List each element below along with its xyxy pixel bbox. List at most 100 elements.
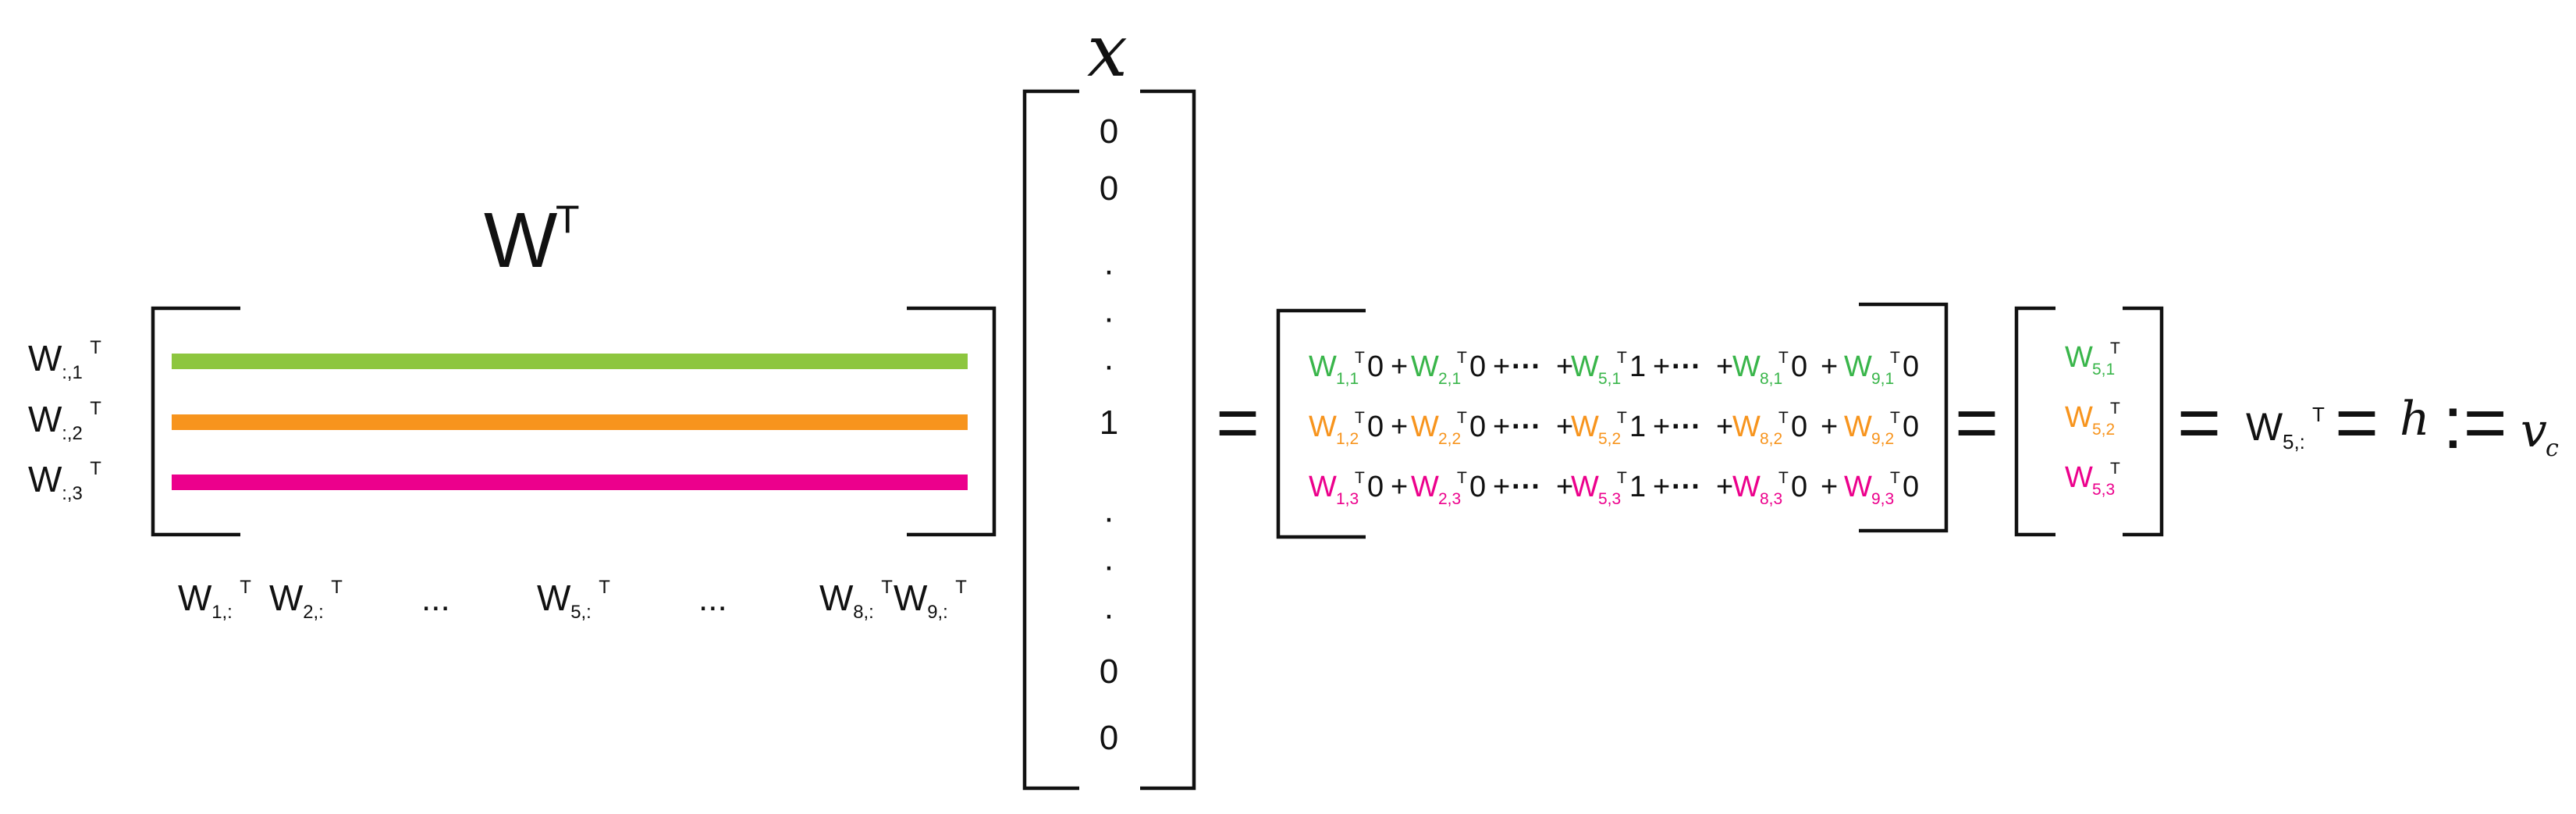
sum-term-coefficient: 0: [1367, 471, 1384, 503]
sum-term-base: W: [1571, 411, 1599, 443]
w-transpose-title-sup: T: [556, 197, 580, 241]
x-entry-10: 0: [1100, 652, 1118, 691]
row-label-3-superscript: T: [90, 458, 101, 479]
x-entry-11: 0: [1100, 719, 1118, 757]
sum-term-coefficient: 0: [1903, 411, 1919, 443]
result-label-w-subscript: 5,:: [2283, 430, 2305, 453]
row-label-2-subscript: :,2: [62, 423, 83, 444]
result-label-w-base: W: [2246, 405, 2283, 449]
sum-term-subscript: 5,2: [1598, 430, 1621, 448]
sum-term-base: W: [1732, 411, 1761, 443]
sum-term-superscript: T: [1778, 409, 1789, 427]
plus-sign: +: [1493, 350, 1510, 383]
sum-term-superscript: T: [1890, 409, 1900, 427]
sum-term-base: W: [1411, 471, 1439, 503]
x-entry-5: ·: [1103, 347, 1115, 385]
x-vector-right-bracket: [1140, 89, 1196, 791]
x-vector-left-bracket: [1022, 89, 1079, 791]
ellipsis: ···: [1672, 471, 1701, 503]
plus-sign: +: [1391, 411, 1408, 443]
sum-term-superscript: T: [1890, 469, 1900, 487]
sum-term-subscript: 2,3: [1438, 490, 1461, 508]
column-label-1-base: W: [178, 578, 212, 618]
column-label-5-superscript: T: [599, 577, 610, 598]
x-vector-entries: 00···1···00: [1100, 112, 1118, 757]
x-entry-1: 0: [1100, 112, 1118, 151]
v-symbol-subscript: c: [2546, 435, 2559, 462]
equals-sign-1: =: [1216, 381, 1260, 464]
sum-term-subscript: 8,1: [1760, 370, 1782, 388]
result-entry-base: W: [2065, 401, 2093, 434]
h-symbol: h: [2400, 392, 2430, 446]
sum-term-subscript: 5,3: [1598, 490, 1621, 508]
x-vector-title: x: [1087, 9, 1128, 93]
result-vector-left-bracket: [2014, 306, 2055, 537]
column-label-8-superscript: T: [881, 577, 893, 598]
sum-term-coefficient: 0: [1469, 411, 1486, 443]
row-label-2-superscript: T: [90, 398, 101, 419]
row-label-2: W:,2T: [28, 398, 101, 444]
sum-term-subscript: 8,2: [1760, 430, 1782, 448]
column-label-2-base: W: [269, 578, 304, 618]
equals-sign-4: =: [2335, 381, 2379, 464]
sum-term-base: W: [1732, 471, 1761, 503]
plus-sign: +: [1821, 411, 1838, 443]
ellipsis: ···: [1512, 471, 1541, 503]
column-label-1-subscript: 1,:: [211, 602, 233, 623]
sum-term-coefficient: 0: [1791, 471, 1807, 503]
sum-term-base: W: [1309, 350, 1337, 383]
sum-term-coefficient: 0: [1469, 350, 1486, 383]
sum-term-coefficient: 0: [1903, 471, 1919, 503]
plus-sign: +: [1821, 350, 1838, 383]
sum-term-coefficient: 0: [1367, 350, 1384, 383]
row-label-3: W:,3 T: [28, 458, 101, 504]
sum-term-base: W: [1411, 411, 1439, 443]
x-entry-7: ·: [1103, 499, 1115, 537]
x-entry-6: 1: [1100, 403, 1118, 442]
sum-term-coefficient: 1: [1629, 350, 1646, 383]
column-label-2-subscript: 2,:: [303, 602, 324, 623]
column-label-5-base: W: [537, 578, 571, 618]
sum-term-base: W: [1732, 350, 1761, 383]
ellipsis: ···: [1672, 350, 1701, 383]
result-label-w-superscript: T: [2312, 403, 2325, 426]
plus-sign: +: [1391, 471, 1408, 503]
result-entry-superscript: T: [2110, 400, 2120, 418]
row-label-3-subscript: :,3: [62, 483, 83, 504]
assign-symbol: :=: [2443, 381, 2507, 464]
column-label-9-base: W: [894, 578, 928, 618]
w-transpose-title-base: W: [484, 197, 558, 284]
column-label-9-subscript: 9,:: [927, 602, 948, 623]
column-label-1-superscript: T: [240, 577, 251, 598]
column-label-ellipsis: ...: [698, 580, 727, 618]
row-label-3-base: W: [28, 459, 62, 499]
plus-sign: +: [1391, 350, 1408, 383]
sum-term-subscript: 1,3: [1336, 490, 1359, 508]
column-label-ellipsis: ...: [421, 580, 450, 618]
v-symbol: v: [2521, 403, 2547, 458]
sum-term-superscript: T: [1355, 349, 1365, 367]
result-entry-base: W: [2065, 341, 2093, 374]
sum-term-base: W: [1571, 350, 1599, 383]
sum-term-coefficient: 0: [1791, 350, 1807, 383]
sum-term-subscript: 9,3: [1871, 490, 1894, 508]
x-entry-8: ·: [1103, 547, 1115, 585]
equals-sign-2: =: [1955, 381, 1999, 464]
result-entry-superscript: T: [2110, 460, 2120, 478]
plus-sign: +: [1653, 471, 1670, 503]
row-label-1-subscript: :,1: [62, 362, 83, 383]
